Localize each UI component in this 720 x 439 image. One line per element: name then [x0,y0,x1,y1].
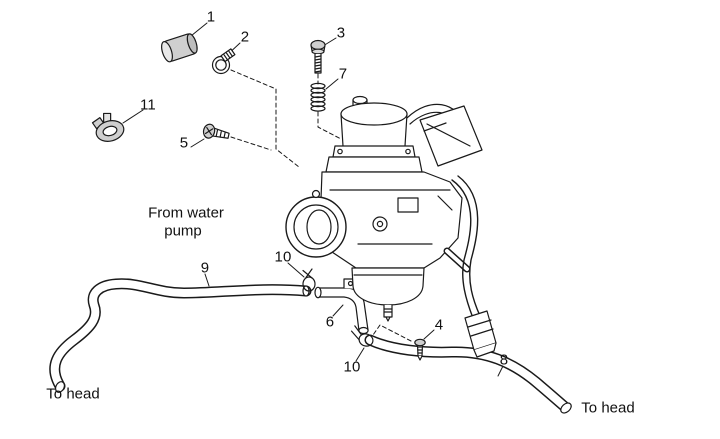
callout-9: 9 [200,259,210,277]
part-hose-clamp-2 [211,48,236,75]
part-wire-clamp-10-lower [350,325,374,347]
callout-6: 6 [325,313,335,331]
part-rubber-sleeve-1 [161,33,198,63]
callout-1: 1 [206,8,216,26]
part-clip-clamp-11 [91,112,125,142]
callout-10-upper: 10 [274,248,292,266]
callout-10-lower: 10 [343,358,361,376]
callout-3: 3 [336,24,346,42]
callout-7: 7 [338,65,348,83]
callout-11: 11 [140,96,156,114]
label-from-water-pump-line1: From water [148,204,224,222]
callout-5: 5 [179,134,189,152]
label-to-head-left: To head [46,385,100,403]
part-water-hose-9 [49,278,312,393]
part-bolt-3 [310,39,326,74]
dashed-assembly-lines [230,69,412,342]
label-to-head-right: To head [581,399,635,417]
part-water-hose-8 [364,334,572,414]
callout-4: 4 [434,316,444,334]
part-wire-clamp-10-upper [302,268,316,292]
leader-lines [122,22,504,377]
part-screw-5 [202,123,230,139]
part-spring-7 [310,82,326,112]
label-from-water-pump-line2: pump [164,222,202,240]
carburetor-body [285,95,497,358]
callout-8: 8 [499,351,509,369]
callout-2: 2 [240,28,250,46]
part-screw-4 [414,338,426,361]
